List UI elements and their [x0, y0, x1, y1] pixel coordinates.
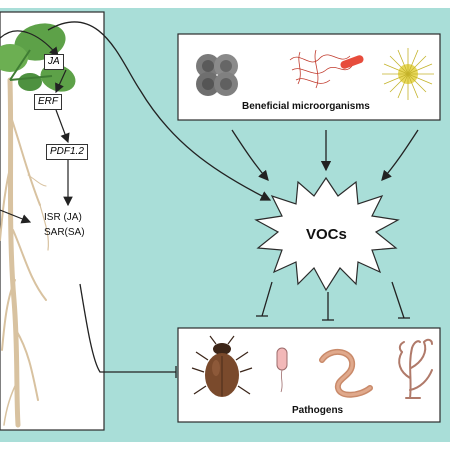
filamentous-bacteria-icon [289, 49, 364, 89]
pdf12-label: PDF1.2 [46, 144, 88, 160]
beetle-icon [191, 335, 253, 397]
vocs-burst [254, 176, 400, 292]
beneficial-to-vocs-arrows [231, 129, 419, 181]
sar-label: SAR(SA) [44, 227, 85, 238]
nematode-icon [319, 349, 373, 398]
bacteria-cluster-icon [196, 54, 238, 96]
erf-label: ERF [34, 94, 62, 110]
plant-inhibition-line [79, 283, 177, 378]
plant-to-vocs-arrow [47, 21, 272, 201]
isr-label: ISR (JA) [44, 212, 82, 223]
fungal-spore-icon [382, 48, 434, 100]
bacterium-icon [276, 347, 288, 393]
fungus-icon [398, 338, 433, 399]
beneficial-title: Beneficial microorganisms [242, 101, 370, 112]
vocs-inhibition-lines [256, 281, 410, 321]
pathogens-title: Pathogens [292, 405, 344, 416]
ja-label: JA [44, 54, 64, 70]
root-system [0, 77, 49, 428]
vocs-label: VOCs [306, 226, 347, 243]
signaling-arrows [0, 30, 73, 224]
